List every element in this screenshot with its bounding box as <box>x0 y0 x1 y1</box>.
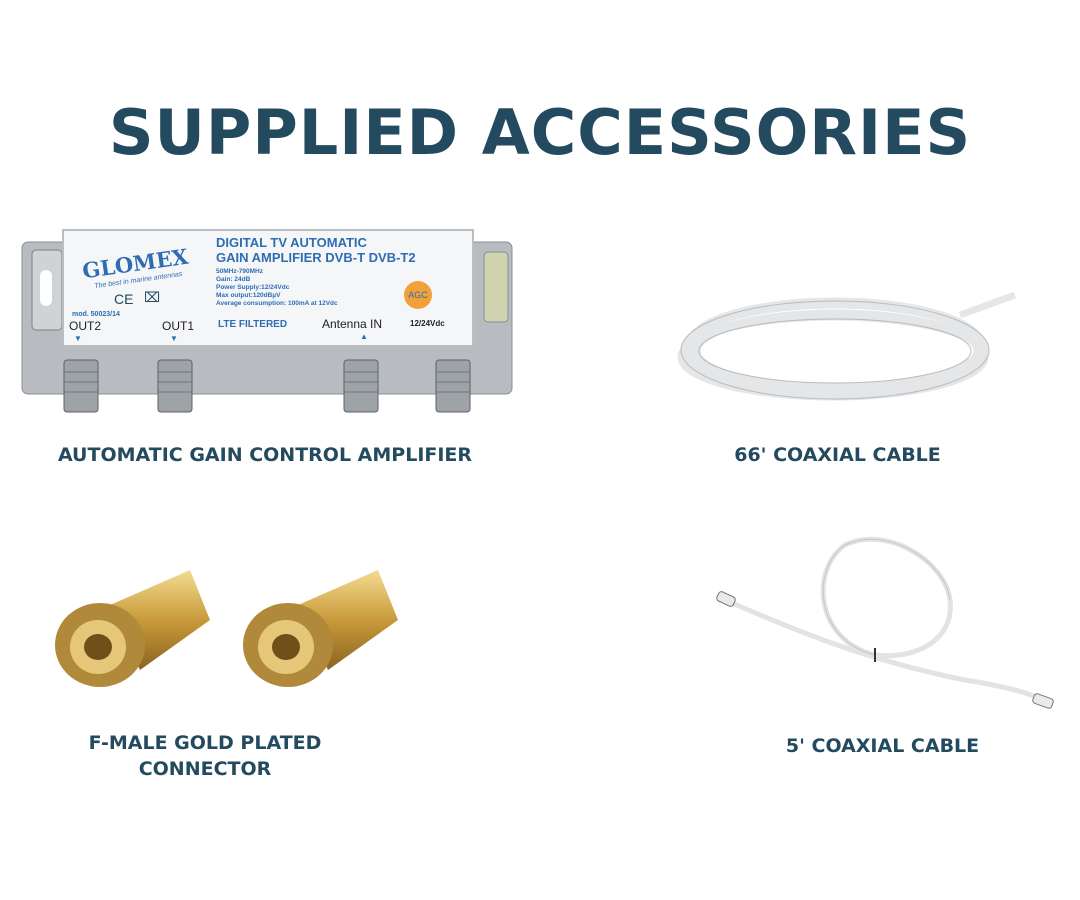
coil-cable-caption: 66' COAXIAL CABLE <box>734 444 941 466</box>
connector-caption-line1: F-MALE GOLD PLATED <box>88 732 322 754</box>
connector-1 <box>55 570 210 687</box>
amplifier-heading-line1: DIGITAL TV AUTOMATIC <box>216 235 367 250</box>
voltage-label: 12/24Vdc <box>410 319 445 328</box>
short-cable-caption: 5' COAXIAL CABLE <box>785 735 980 757</box>
ce-mark: CE <box>114 291 134 307</box>
connector-2 <box>243 570 398 687</box>
antenna-in-label: Antenna IN <box>322 317 383 331</box>
spec-line: Max output:120dBµV <box>216 292 281 299</box>
weee-bin-icon: ⌧ <box>144 289 161 305</box>
out2-label: OUT2 <box>69 319 102 333</box>
connector-caption-line2: CONNECTOR <box>138 758 272 780</box>
spec-line: Average consumption: 100mA at 12Vdc <box>216 300 338 307</box>
amplifier-label: GLOMEX The best in marine antennas CE ⌧ … <box>62 229 474 347</box>
out1-label: OUT1 <box>162 319 195 333</box>
spec-line: Gain: 24dB <box>216 276 251 283</box>
lte-filtered-label: LTE FILTERED <box>218 319 288 330</box>
spec-line: Power Supply:12/24Vdc <box>216 284 290 291</box>
out2-arrow-icon: ▼ <box>74 334 82 343</box>
agc-badge: AGC <box>404 281 432 309</box>
out1-arrow-icon: ▼ <box>170 334 178 343</box>
amplifier-heading-line2: GAIN AMPLIFIER DVB-T DVB-T2 <box>216 250 416 265</box>
connector-caption: F-MALE GOLD PLATED CONNECTOR <box>40 730 370 782</box>
short-cable-image <box>716 536 1054 709</box>
model-number: mod. 50023/14 <box>72 311 120 318</box>
amplifier-caption: AUTOMATIC GAIN CONTROL AMPLIFIER <box>57 444 473 466</box>
f-connectors-image <box>55 570 398 687</box>
page-title: SUPPLIED ACCESSORIES <box>108 96 972 169</box>
antenna-in-arrow-icon: ▲ <box>360 332 368 341</box>
coil-cable-image <box>677 291 1017 401</box>
spec-line: 50MHz-790MHz <box>216 268 263 275</box>
amplifier-specs: 50MHz-790MHz Gain: 24dB Power Supply:12/… <box>216 268 338 308</box>
